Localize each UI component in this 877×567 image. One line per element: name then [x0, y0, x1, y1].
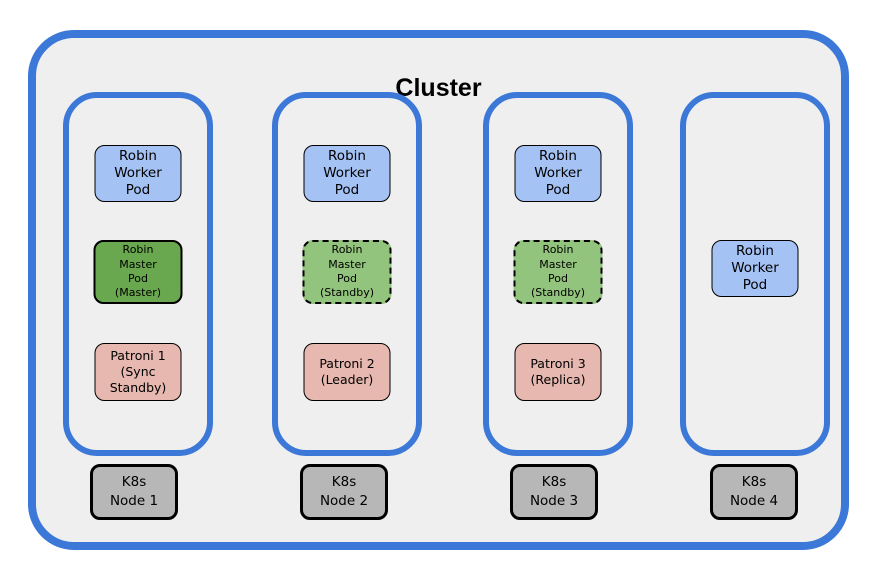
k8s-node-label-1: K8s Node 1 [90, 464, 178, 520]
node-column-2: Robin Worker Pod Robin Master Pod (Stand… [272, 92, 422, 456]
cluster-title: Cluster [395, 74, 482, 102]
k8s-node-label-3: K8s Node 3 [510, 464, 598, 520]
robin-master-pod-node3: Robin Master Pod (Standby) [513, 240, 603, 304]
patroni-pod-node2: Patroni 2 (Leader) [303, 343, 391, 401]
k8s-node-label-4: K8s Node 4 [710, 464, 798, 520]
robin-worker-pod-node2: Robin Worker Pod [303, 145, 391, 202]
patroni-pod-node1: Patroni 1 (Sync Standby) [94, 343, 182, 401]
robin-worker-pod-node1: Robin Worker Pod [94, 145, 182, 202]
robin-master-pod-node2: Robin Master Pod (Standby) [302, 240, 392, 304]
patroni-pod-node3: Patroni 3 (Replica) [514, 343, 602, 401]
node-column-4: Robin Worker Pod [680, 92, 830, 456]
robin-worker-pod-node4: Robin Worker Pod [711, 240, 799, 297]
robin-master-pod-node1: Robin Master Pod (Master) [93, 240, 183, 304]
k8s-node-label-2: K8s Node 2 [300, 464, 388, 520]
node-column-1: Robin Worker Pod Robin Master Pod (Maste… [63, 92, 213, 456]
robin-worker-pod-node3: Robin Worker Pod [514, 145, 602, 202]
node-column-3: Robin Worker Pod Robin Master Pod (Stand… [483, 92, 633, 456]
